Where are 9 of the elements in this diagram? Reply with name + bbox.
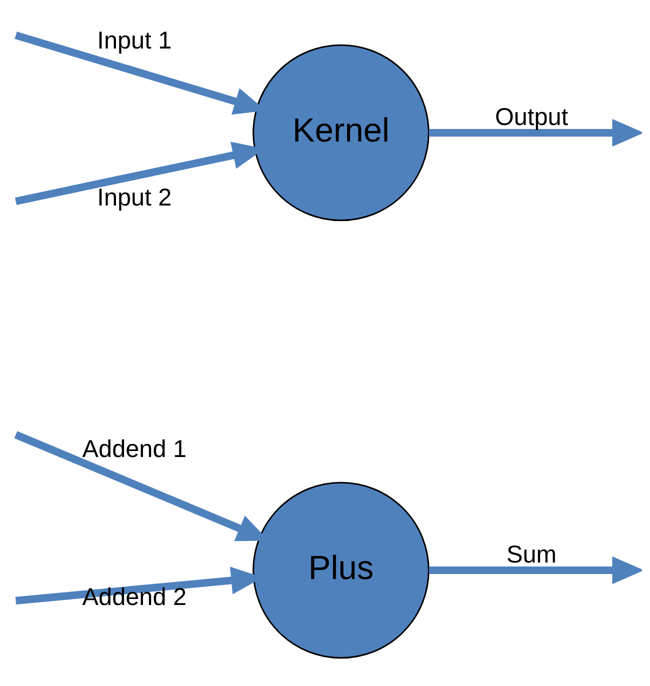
- edge-label: Input 2: [97, 184, 172, 212]
- node-circle: Plus: [252, 481, 430, 658]
- node-circle: Kernel: [252, 44, 430, 221]
- arrow: [428, 118, 642, 146]
- edge-label: Output: [494, 103, 568, 130]
- arrow: [428, 556, 642, 584]
- edge-label: Input 1: [97, 27, 172, 54]
- edge-label: Addend 1: [82, 436, 187, 463]
- edge-label: Sum: [506, 540, 557, 568]
